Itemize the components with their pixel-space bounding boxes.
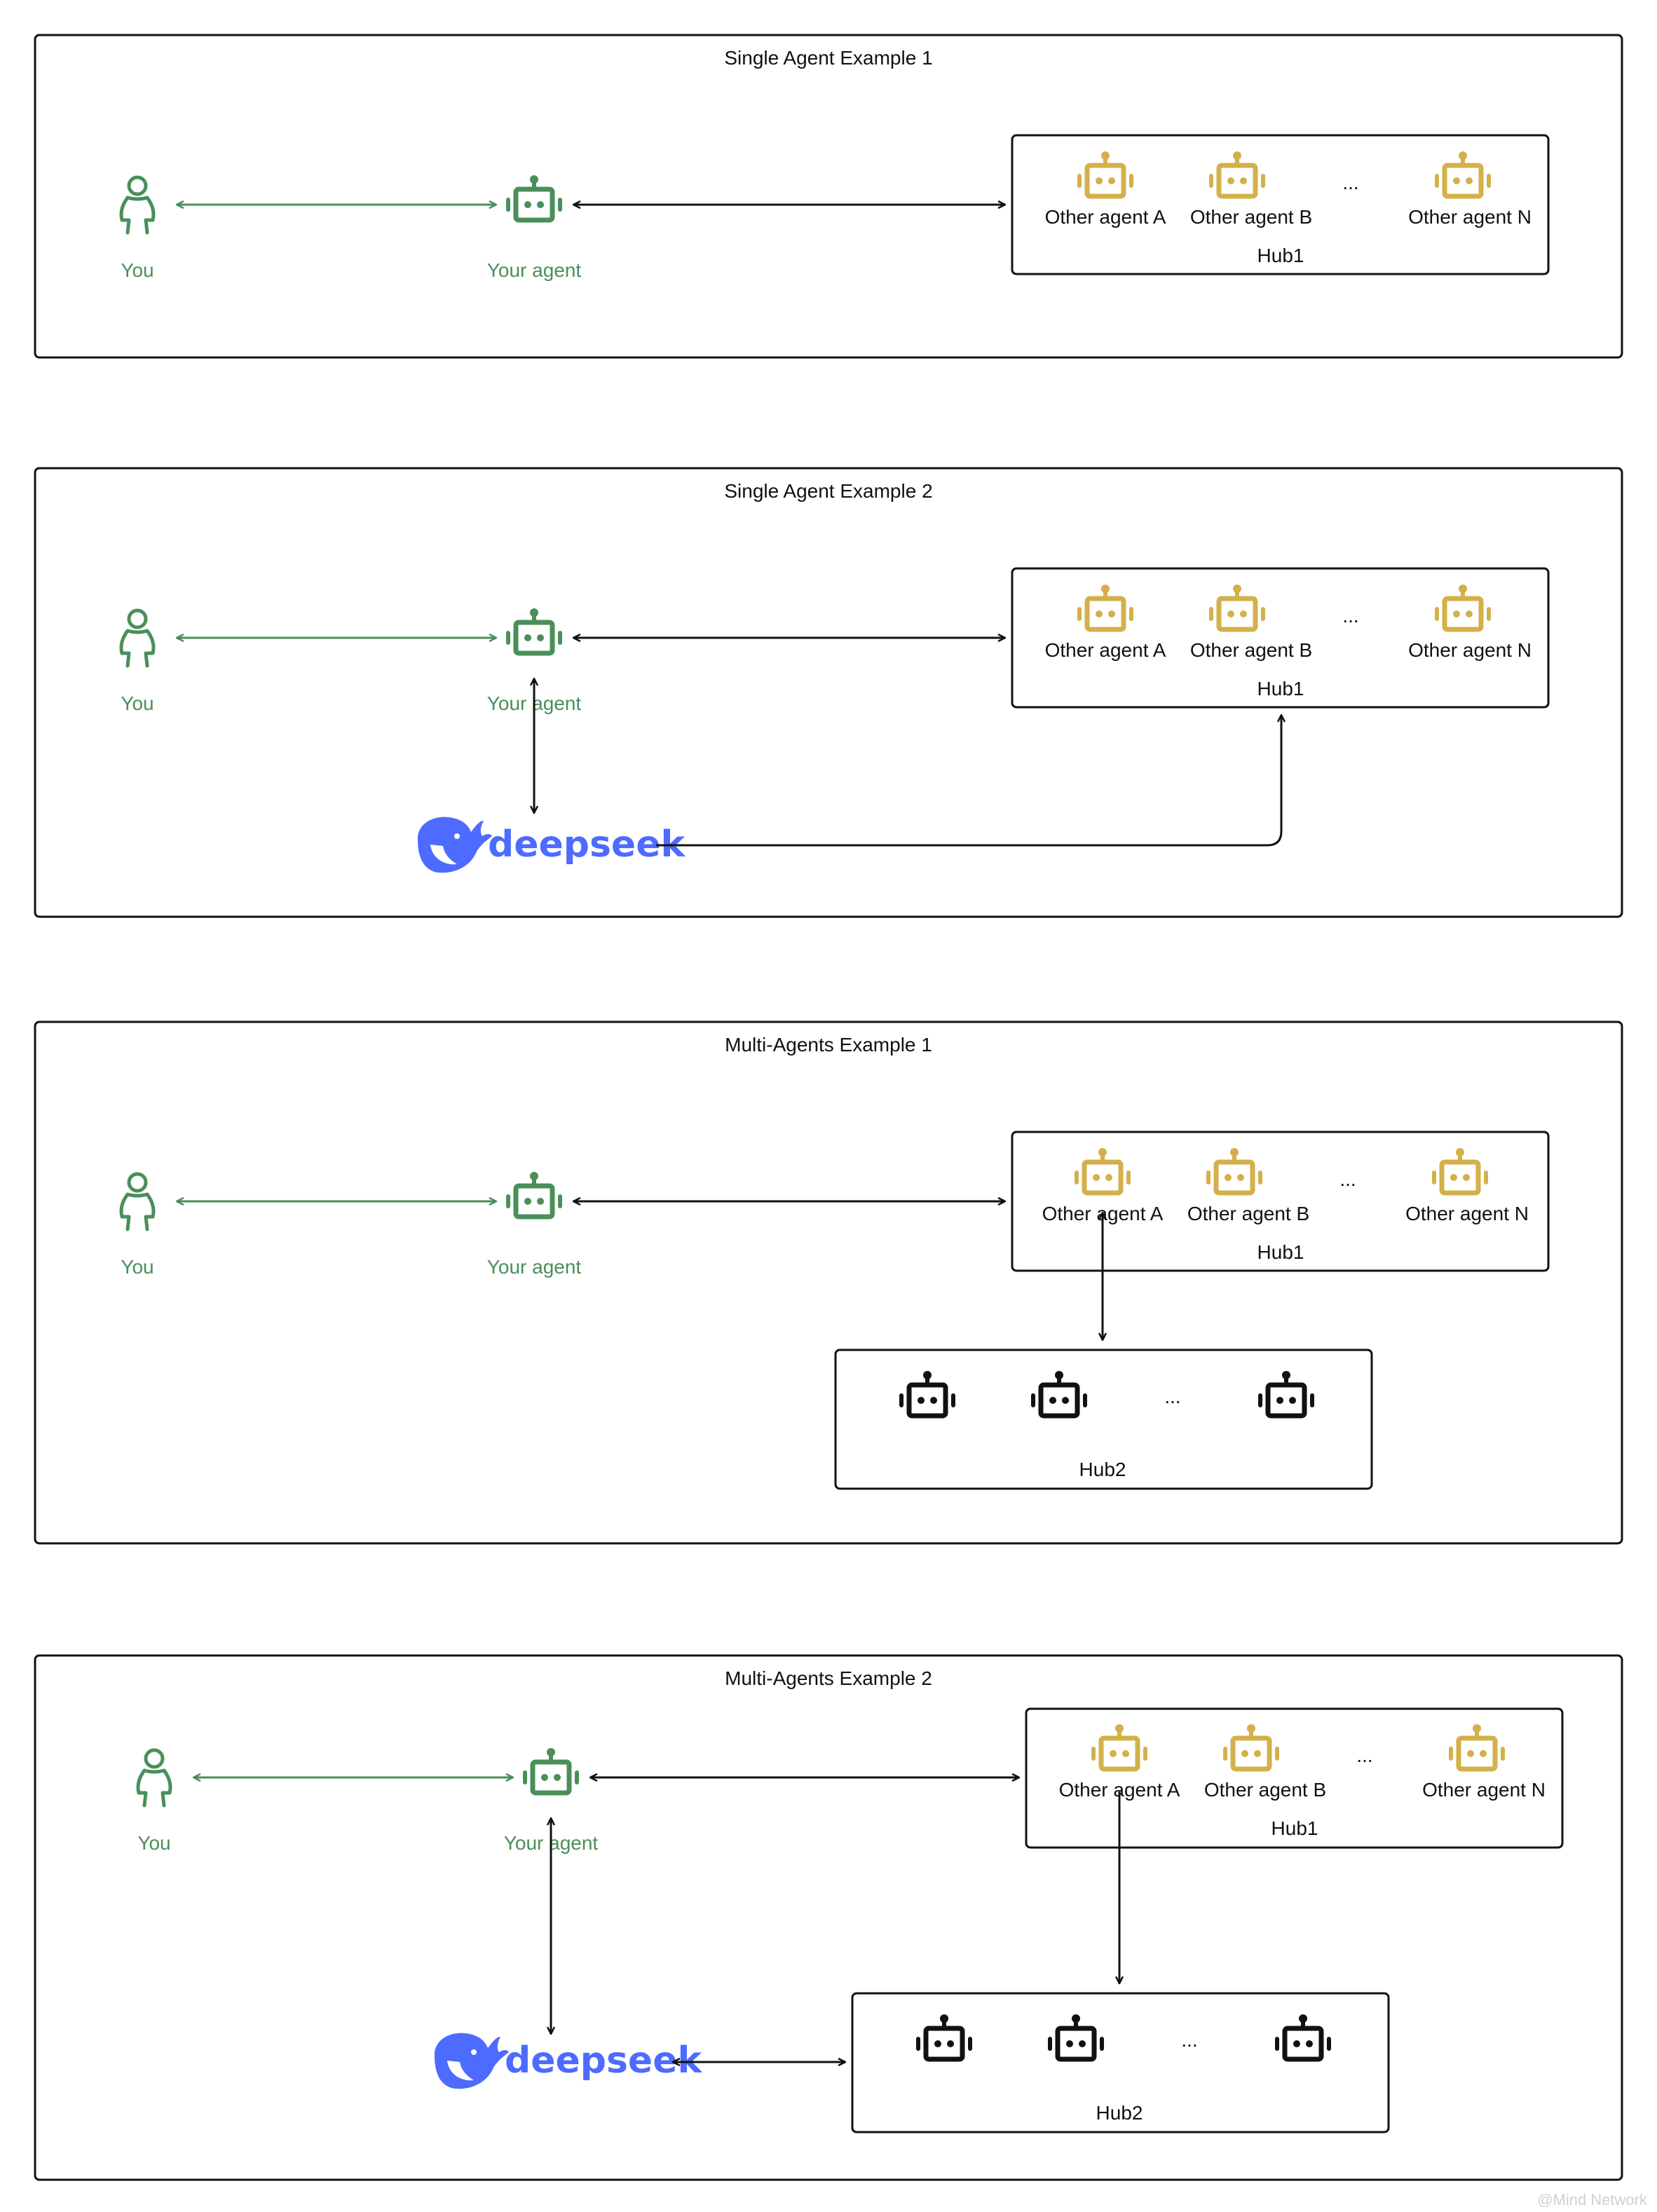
robot-icon — [506, 175, 562, 220]
other-agent-n-label: Other agent N — [1408, 639, 1532, 661]
ellipsis: ... — [1181, 2029, 1197, 2051]
ellipsis: ... — [1339, 1168, 1356, 1190]
deepseek-whale-icon — [417, 817, 492, 873]
hub1-frame — [1011, 134, 1550, 275]
deepseek-hub1-arrow — [656, 715, 1281, 847]
robot-icon — [1077, 585, 1133, 629]
deepseek-logo: deepseek — [417, 817, 686, 873]
other-agent-a-label: Other agent A — [1045, 639, 1166, 661]
watermark: @Mind Network — [1537, 2191, 1648, 2208]
person-icon — [121, 177, 154, 233]
hub1-frame — [1025, 1707, 1564, 1849]
person-icon — [121, 1174, 154, 1229]
panel-frame — [34, 467, 1623, 918]
ellipsis: ... — [1342, 172, 1358, 193]
robot-icon — [1209, 151, 1265, 196]
other-agent-n-label: Other agent N — [1405, 1203, 1529, 1224]
robot-icon — [1048, 2014, 1104, 2059]
you-label: You — [121, 259, 154, 281]
robot-icon — [1223, 1724, 1279, 1769]
panel-single-agent-example-2: Single Agent Example 2 You Your agent Ot… — [34, 467, 1623, 918]
hub1-label: Hub1 — [1257, 1241, 1304, 1263]
you-label: You — [121, 1256, 154, 1278]
panel-multi-agents-example-1: Multi-Agents Example 1 You Your agent Ot… — [34, 1020, 1623, 1545]
hub2-frame — [834, 1349, 1373, 1490]
deepseek-wordmark: deepseek — [488, 824, 686, 866]
deepseek-whale-icon — [434, 2033, 509, 2089]
robot-icon — [1435, 585, 1491, 629]
other-agent-b-label: Other agent B — [1187, 1203, 1309, 1224]
other-agent-a-label: Other agent A — [1045, 206, 1166, 228]
hub2: ... Hub2 — [834, 1349, 1373, 1490]
hub1-frame — [1011, 567, 1550, 709]
robot-icon — [1209, 585, 1265, 629]
robot-icon — [1075, 1148, 1131, 1193]
hub1: Other agent A Other agent B ... Other ag… — [1011, 1131, 1550, 1272]
panel-title: Multi-Agents Example 2 — [725, 1667, 932, 1689]
hub1-label: Hub1 — [1257, 245, 1304, 266]
other-agent-n-label: Other agent N — [1422, 1779, 1546, 1801]
robot-icon — [523, 1748, 579, 1793]
hub1-label: Hub1 — [1271, 1817, 1318, 1839]
other-agent-b-label: Other agent B — [1190, 206, 1312, 228]
robot-icon — [1077, 151, 1133, 196]
robot-icon — [1258, 1371, 1314, 1416]
robot-icon — [1275, 2014, 1331, 2059]
hub1-frame — [1011, 1131, 1550, 1272]
panel-multi-agents-example-2: Multi-Agents Example 2 You Your agent Ot… — [34, 1654, 1623, 2181]
hub1: Other agent A Other agent B ... Other ag… — [1025, 1707, 1564, 1849]
other-agent-n-label: Other agent N — [1408, 206, 1532, 228]
deepseek-logo: deepseek — [434, 2033, 702, 2089]
person-icon — [121, 610, 154, 666]
robot-icon — [1091, 1724, 1147, 1769]
robot-icon — [1432, 1148, 1488, 1193]
hub2-frame — [851, 1992, 1390, 2134]
panel-title: Single Agent Example 2 — [724, 480, 932, 502]
ellipsis: ... — [1164, 1386, 1180, 1407]
robot-icon — [1435, 151, 1491, 196]
person-icon — [138, 1750, 170, 1805]
you-label: You — [121, 692, 154, 714]
your-agent-label: Your agent — [487, 1256, 582, 1278]
panel-frame — [34, 1020, 1623, 1545]
ellipsis: ... — [1342, 605, 1358, 627]
deepseek-wordmark: deepseek — [505, 2040, 702, 2082]
other-agent-b-label: Other agent B — [1204, 1779, 1326, 1801]
hub1: Other agent A Other agent B ... Other ag… — [1011, 134, 1550, 275]
panel-single-agent-example-1: Single Agent Example 1 You Your agent Ot… — [34, 34, 1623, 359]
hub2-label: Hub2 — [1079, 1459, 1126, 1480]
ellipsis: ... — [1356, 1745, 1372, 1766]
hub2: ... Hub2 — [851, 1992, 1390, 2134]
panel-frame — [34, 34, 1623, 359]
panel-title: Single Agent Example 1 — [724, 47, 932, 69]
other-agent-b-label: Other agent B — [1190, 639, 1312, 661]
hub1-label: Hub1 — [1257, 678, 1304, 699]
hub1: Other agent A Other agent B ... Other ag… — [1011, 567, 1550, 709]
robot-icon — [899, 1371, 955, 1416]
you-label: You — [137, 1832, 170, 1854]
panel-title: Multi-Agents Example 1 — [725, 1034, 932, 1056]
robot-icon — [1031, 1371, 1087, 1416]
robot-icon — [1449, 1724, 1505, 1769]
hub2-label: Hub2 — [1096, 2102, 1143, 2124]
your-agent-label: Your agent — [487, 259, 582, 281]
robot-icon — [506, 608, 562, 653]
robot-icon — [1206, 1148, 1262, 1193]
robot-icon — [506, 1172, 562, 1217]
panel-frame — [34, 1654, 1623, 2181]
robot-icon — [916, 2014, 972, 2059]
